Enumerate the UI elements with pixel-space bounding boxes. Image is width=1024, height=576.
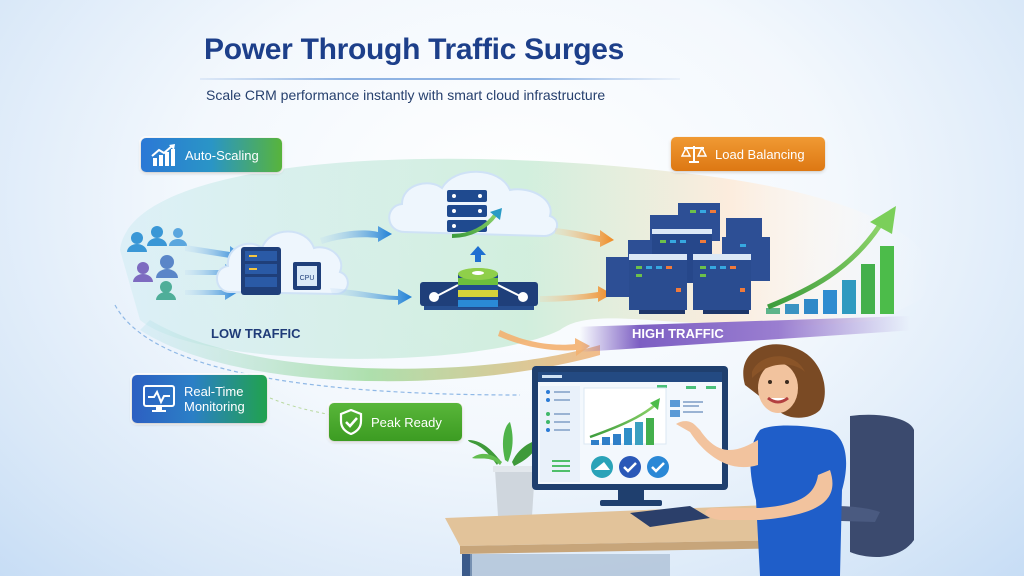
person-illustration <box>676 344 847 576</box>
growth-chart-icon <box>766 206 896 314</box>
monitoring-label: Monitoring <box>184 399 245 414</box>
page-title: Power Through Traffic Surges <box>204 33 624 66</box>
load-balancing-badge: Load Balancing <box>671 137 825 171</box>
high-traffic-label: HIGH TRAFFIC <box>632 326 724 341</box>
auto-scaling-badge: Auto-Scaling <box>141 138 282 172</box>
peak-ready-badge: Peak Ready <box>329 403 462 441</box>
page-subtitle: Scale CRM performance instantly with sma… <box>206 87 606 103</box>
scale-balance-icon <box>681 146 707 163</box>
title-divider <box>200 78 680 80</box>
real-time-label: Real-Time <box>184 384 244 399</box>
auto-scaling-label: Auto-Scaling <box>185 147 259 163</box>
peak-ready-label: Peak Ready <box>371 414 442 430</box>
real-time-monitoring-badge: Real-Time Monitoring <box>132 375 267 423</box>
chart-growth-icon <box>151 144 175 166</box>
plant-icon <box>468 422 540 516</box>
users-icon <box>127 226 187 300</box>
low-traffic-label: LOW TRAFFIC <box>211 326 301 341</box>
shield-check-icon <box>339 409 363 435</box>
monitor-pulse-icon <box>143 385 175 412</box>
server-cluster-icon <box>606 203 770 314</box>
load-balancing-label: Load Balancing <box>715 146 805 162</box>
svg-text:CPU: CPU <box>300 275 315 282</box>
